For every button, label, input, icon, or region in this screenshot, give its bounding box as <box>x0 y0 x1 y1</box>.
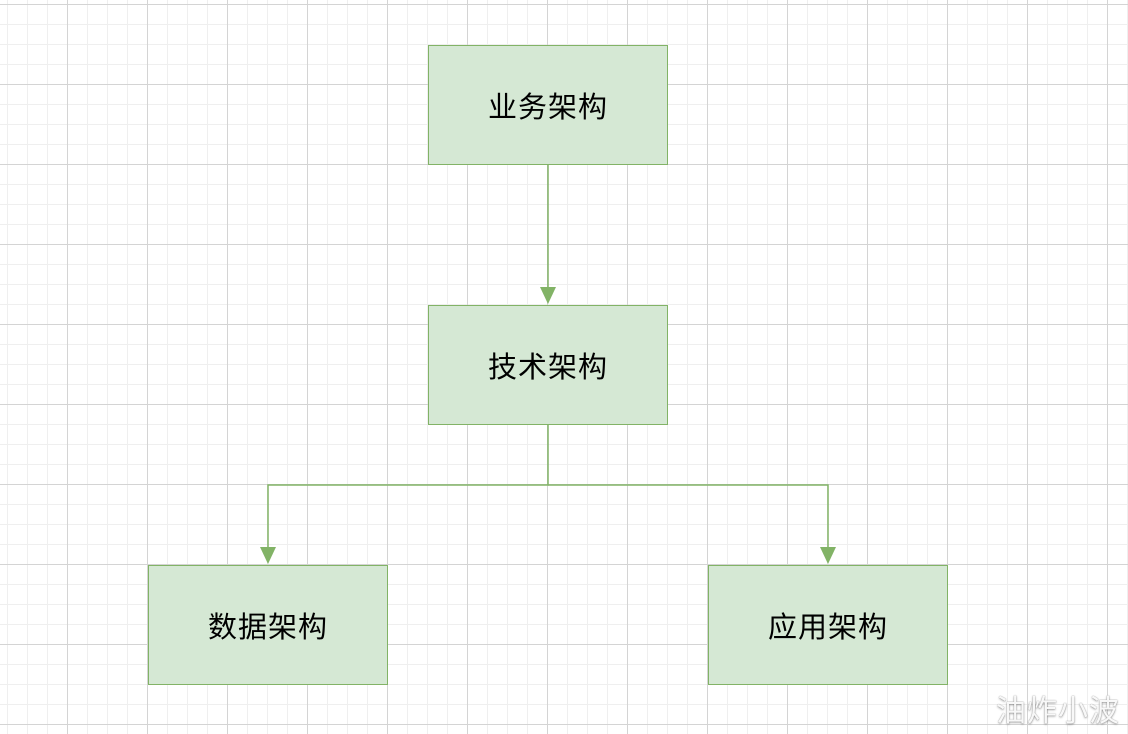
node-technical-architecture[interactable]: 技术架构 <box>428 305 668 425</box>
arrowhead-business-to-tech <box>540 287 556 304</box>
node-application-architecture[interactable]: 应用架构 <box>708 565 948 685</box>
edge-tech-to-application <box>548 484 829 552</box>
node-label-application-architecture: 应用架构 <box>767 610 888 644</box>
node-label-technical-architecture: 技术架构 <box>487 350 608 384</box>
node-business-architecture[interactable]: 业务架构 <box>428 45 668 165</box>
node-data-architecture[interactable]: 数据架构 <box>148 565 388 685</box>
arrowhead-tech-to-application <box>820 547 836 564</box>
watermark-text: 油炸小波 <box>996 694 1120 729</box>
node-label-data-architecture: 数据架构 <box>207 610 328 644</box>
arrowhead-tech-to-data <box>260 547 276 564</box>
edge-tech-to-data <box>267 425 549 552</box>
node-label-business-architecture: 业务架构 <box>487 90 608 124</box>
